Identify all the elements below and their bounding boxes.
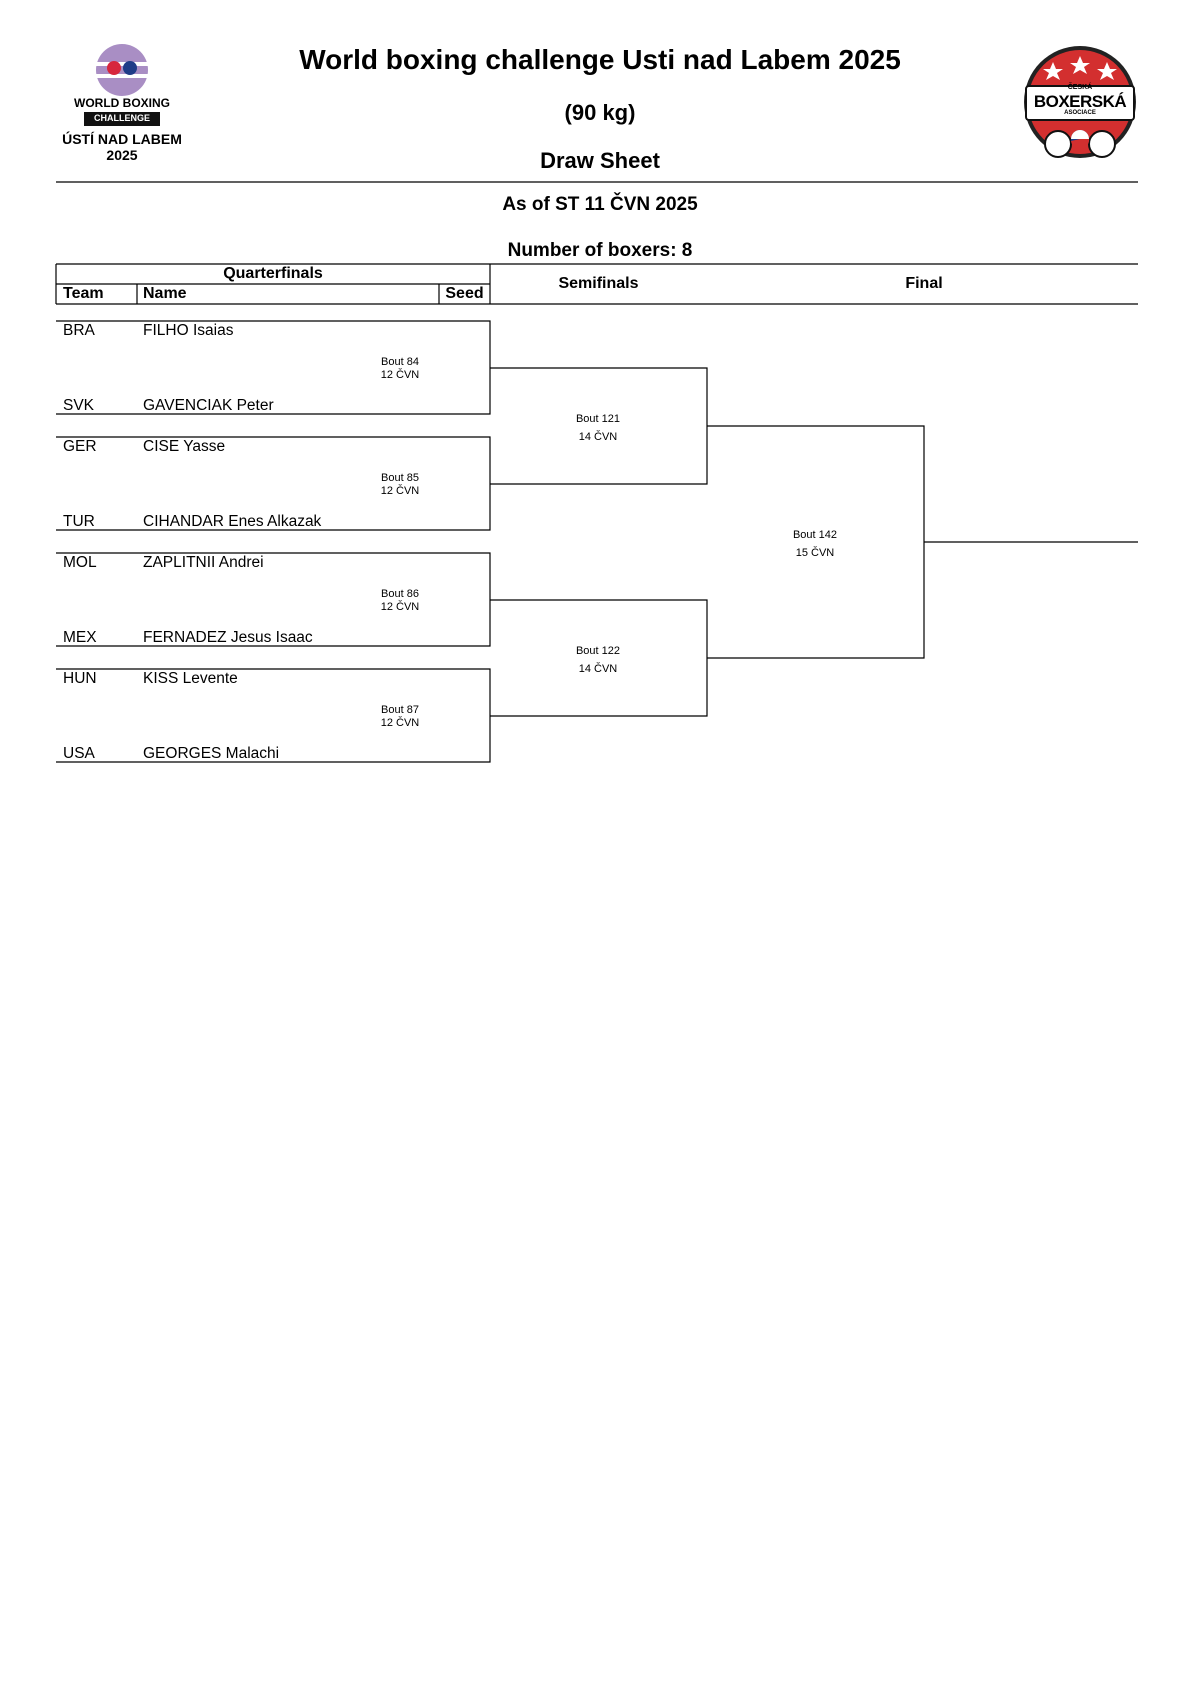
qf-bout-label: Bout 87 12 ČVN: [360, 704, 440, 730]
boxer-team: SVK: [63, 397, 95, 414]
header-semifinals: Semifinals: [558, 275, 639, 292]
bout-date: 12 ČVN: [380, 601, 420, 613]
boxer-team: HUN: [63, 670, 97, 687]
header-seed: Seed: [445, 285, 484, 302]
weight-class: (90 kg): [564, 100, 636, 125]
logo-right-line1: ČESKÁ: [1067, 84, 1093, 91]
bout-number: Bout 84: [381, 356, 419, 368]
sf-bout-label: Bout 122 14 ČVN: [558, 642, 638, 678]
bout-number: Bout 87: [381, 704, 419, 716]
bout-date: 14 ČVN: [578, 431, 618, 443]
qf-bout-label: Bout 84 12 ČVN: [360, 356, 440, 382]
final-bout-label: Bout 142 15 ČVN: [775, 526, 855, 562]
logo-right-line3: ASOCIACE: [1064, 110, 1096, 116]
bout-number: Bout 85: [381, 472, 419, 484]
page-title: World boxing challenge Usti nad Labem 20…: [299, 44, 901, 75]
bout-date: 12 ČVN: [380, 717, 420, 729]
logo-text-line2: CHALLENGE: [94, 113, 150, 123]
qf-bout-label: Bout 86 12 ČVN: [360, 588, 440, 614]
as-of-date: As of ST 11 ČVN 2025: [502, 194, 698, 215]
boxer-team: TUR: [63, 513, 95, 530]
bout-date: 12 ČVN: [380, 369, 420, 381]
boxer-name: FILHO Isaias: [143, 322, 234, 339]
header-team: Team: [63, 285, 104, 302]
boxer-name: CISE Yasse: [143, 438, 226, 455]
boxer-name: FERNADEZ Jesus Isaac: [143, 629, 313, 646]
logo-text-line1: WORLD BOXING: [74, 96, 170, 110]
world-boxing-challenge-logo: WORLD BOXING CHALLENGE ÚSTÍ NAD LABEM 20…: [52, 40, 192, 170]
header-final: Final: [905, 275, 943, 292]
header-name: Name: [143, 285, 187, 302]
bout-date: 15 ČVN: [795, 547, 835, 559]
boxer-team: MOL: [63, 554, 97, 571]
boxer-name: CIHANDAR Enes Alkazak: [143, 513, 322, 530]
boxer-name: GAVENCIAK Peter: [143, 397, 274, 414]
boxer-team: USA: [63, 745, 95, 762]
boxer-team: MEX: [63, 629, 97, 646]
header-quarterfinals: Quarterfinals: [223, 265, 323, 282]
sheet-subtitle: Draw Sheet: [540, 148, 660, 173]
bout-date: 14 ČVN: [578, 663, 618, 675]
boxer-team: GER: [63, 438, 97, 455]
bout-number: Bout 122: [575, 645, 621, 657]
boxer-name: KISS Levente: [143, 670, 238, 687]
logo-right-line2: BOXERSKÁ: [1033, 92, 1127, 111]
logo-text-line3: ÚSTÍ NAD LABEM: [62, 131, 182, 147]
bout-number: Bout 121: [575, 413, 621, 425]
qf-bout-label: Bout 85 12 ČVN: [360, 472, 440, 498]
bout-number: Bout 86: [381, 588, 419, 600]
boxer-team: BRA: [63, 322, 95, 339]
boxer-name: ZAPLITNII Andrei: [143, 554, 264, 571]
bout-number: Bout 142: [792, 529, 838, 541]
bout-date: 12 ČVN: [380, 485, 420, 497]
sf-bout-label: Bout 121 14 ČVN: [558, 410, 638, 446]
boxer-count: Number of boxers: 8: [507, 240, 693, 261]
boxer-name: GEORGES Malachi: [143, 745, 280, 762]
czech-boxing-association-logo: ČESKÁ BOXERSKÁ ASOCIACE: [1020, 44, 1140, 166]
logo-text-line4: 2025: [106, 147, 138, 163]
